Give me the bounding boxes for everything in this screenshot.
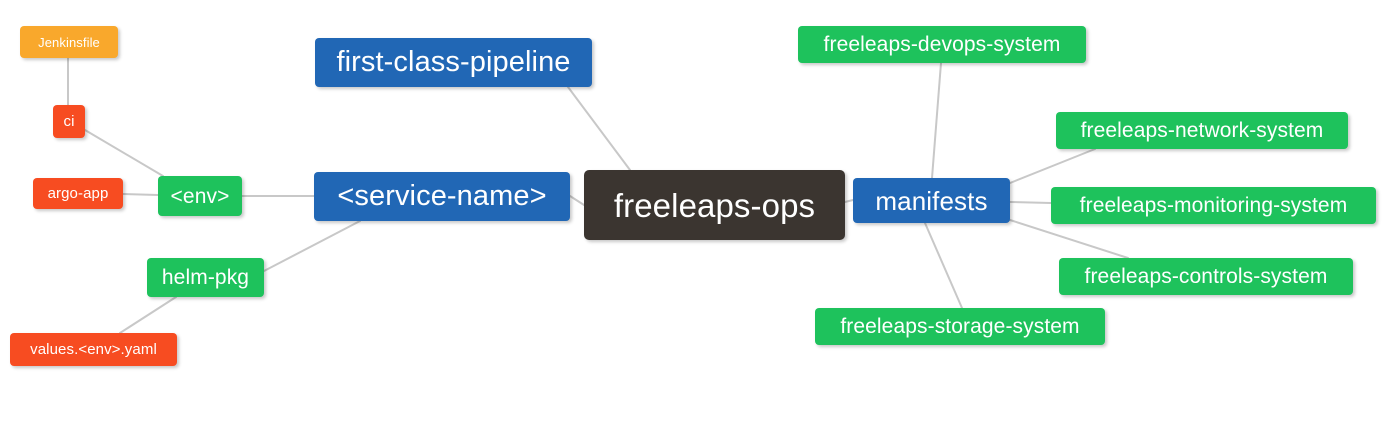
mindmap-node-jenkinsfile[interactable]: Jenkinsfile [20, 26, 118, 58]
edge-freeleaps-ops-to-first-class-pipeline [567, 86, 631, 171]
mindmap-node-env[interactable]: <env> [158, 176, 242, 216]
mindmap-node-helm-pkg[interactable]: helm-pkg [147, 258, 264, 297]
edge-manifests-to-freeleaps-network-system [1009, 148, 1096, 184]
edge-service-name-to-helm-pkg [263, 220, 361, 272]
mindmap-node-freeleaps-controls-system[interactable]: freeleaps-controls-system [1059, 258, 1353, 295]
edge-manifests-to-freeleaps-devops-system [931, 62, 942, 179]
mindmap-node-service-name[interactable]: <service-name> [314, 172, 570, 221]
mindmap-node-freeleaps-devops-system[interactable]: freeleaps-devops-system [798, 26, 1086, 63]
mindmap-node-freeleaps-monitoring-system[interactable]: freeleaps-monitoring-system [1051, 187, 1376, 224]
edge-freeleaps-ops-to-manifests [844, 199, 854, 203]
mindmap-node-argo-app[interactable]: argo-app [33, 178, 123, 209]
mindmap-node-freeleaps-network-system[interactable]: freeleaps-network-system [1056, 112, 1348, 149]
mindmap-node-values-env-yaml[interactable]: values.<env>.yaml [10, 333, 177, 366]
edge-manifests-to-freeleaps-monitoring-system [1009, 201, 1052, 204]
edge-manifests-to-freeleaps-storage-system [924, 222, 963, 309]
edge-helm-pkg-to-values-env-yaml [119, 296, 177, 334]
mindmap-node-freeleaps-storage-system[interactable]: freeleaps-storage-system [815, 308, 1105, 345]
edge-freeleaps-ops-to-service-name [569, 195, 585, 206]
edge-env-to-ci [84, 129, 164, 177]
edge-manifests-to-freeleaps-controls-system [1009, 219, 1129, 259]
mindmap-node-first-class-pipeline[interactable]: first-class-pipeline [315, 38, 592, 87]
edge-env-to-argo-app [122, 193, 159, 196]
mindmap-node-freeleaps-ops[interactable]: freeleaps-ops [584, 170, 845, 240]
mindmap-node-ci[interactable]: ci [53, 105, 85, 138]
mindmap-node-manifests[interactable]: manifests [853, 178, 1010, 223]
